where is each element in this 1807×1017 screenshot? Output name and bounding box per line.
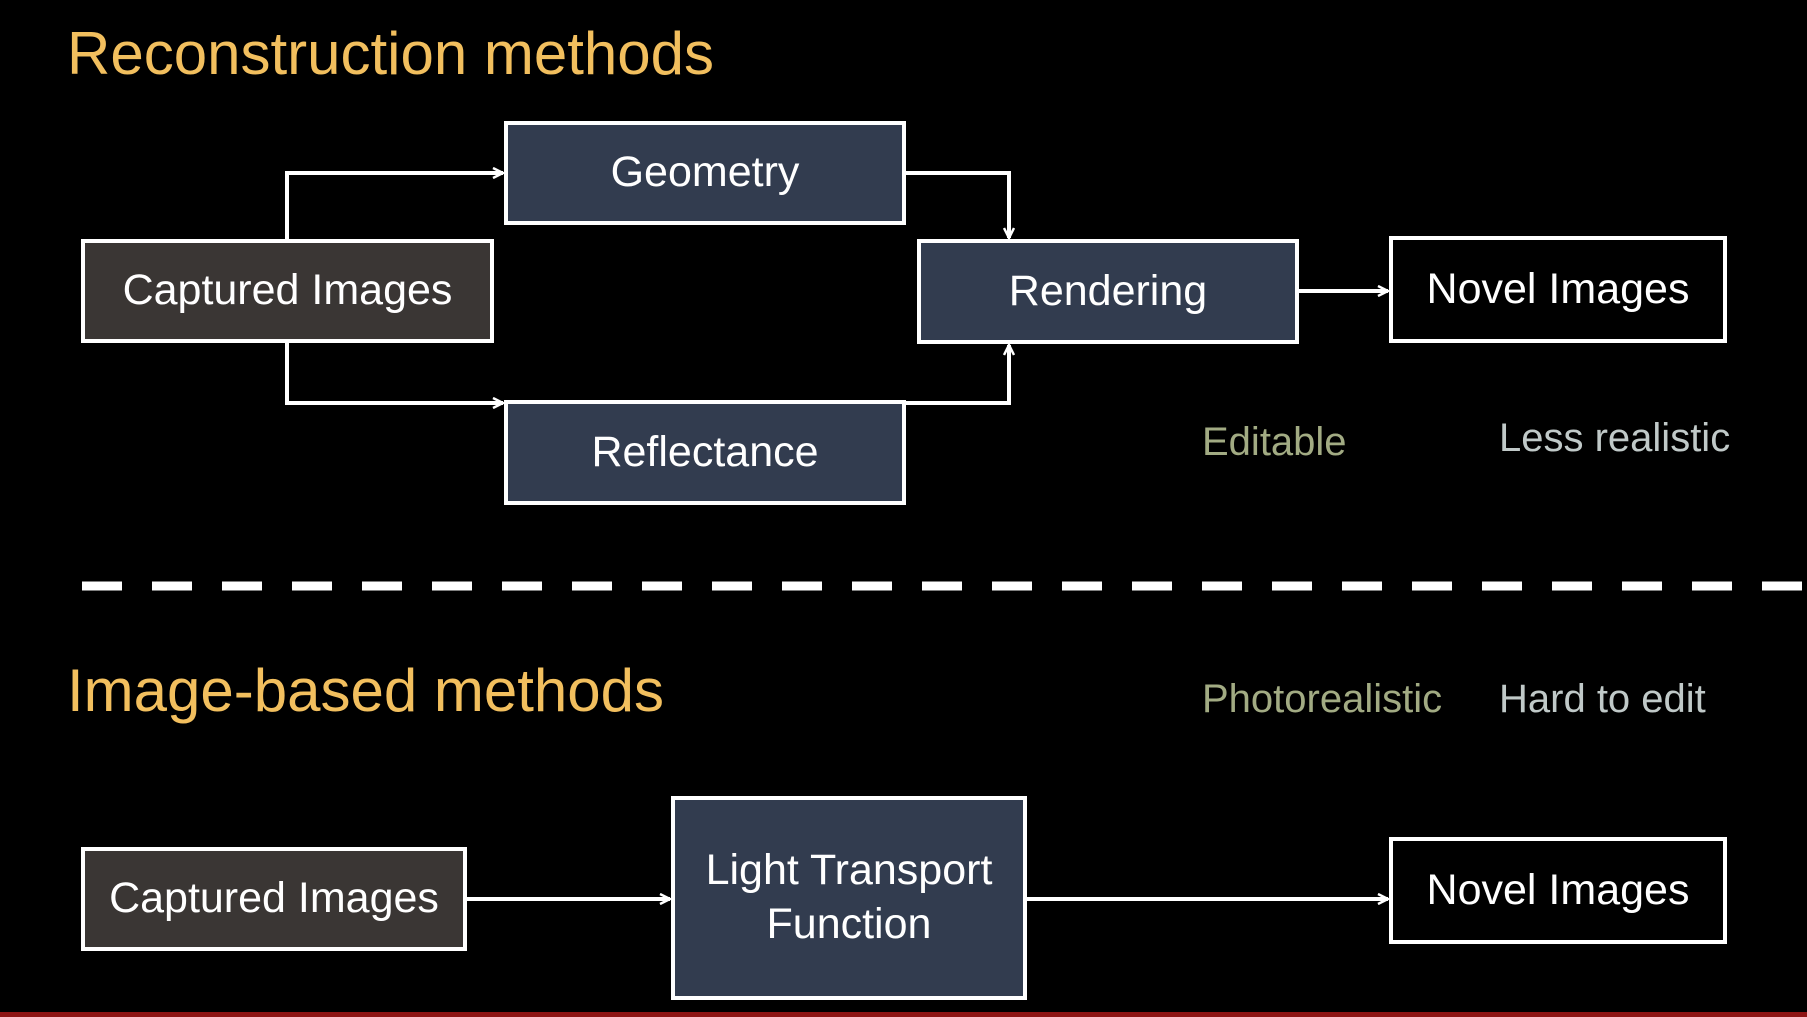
box-reflectance: Reflectance	[504, 400, 906, 505]
box-label: Novel Images	[1426, 865, 1690, 914]
box-label: Captured Images	[109, 874, 439, 923]
note-less-realistic: Less realistic	[1499, 416, 1731, 460]
heading-reconstruction: Reconstruction methods	[67, 20, 714, 87]
bottom-edge-strip	[0, 1012, 1807, 1017]
box-label: Rendering	[1008, 266, 1208, 315]
box-label: Captured Images	[122, 266, 453, 315]
box-label: Light Transport Function	[706, 844, 993, 952]
arrow-captured-to-reflectance	[285, 340, 503, 403]
box-label-line: Function	[766, 900, 932, 948]
box-geometry: Geometry	[504, 121, 906, 225]
box-captured-images-bottom: Captured Images	[81, 847, 467, 951]
arrow-captured-to-geometry	[285, 173, 503, 240]
box-label: Reflectance	[591, 427, 819, 476]
heading-image-based: Image-based methods	[67, 657, 665, 724]
arrow-reflectance-to-rendering	[905, 345, 1009, 405]
arrow-geometry-to-rendering	[905, 171, 1009, 238]
box-label-line: Light Transport	[705, 846, 993, 895]
note-editable: Editable	[1202, 420, 1347, 464]
note-hard-to-edit: Hard to edit	[1499, 677, 1706, 721]
box-novel-images-top: Novel Images	[1389, 236, 1727, 343]
box-novel-images-bottom: Novel Images	[1389, 837, 1727, 944]
box-label: Novel Images	[1426, 264, 1690, 313]
box-rendering: Rendering	[917, 239, 1299, 344]
box-label: Geometry	[610, 148, 800, 197]
box-light-transport-function: Light Transport Function	[671, 796, 1027, 1000]
note-photorealistic: Photorealistic	[1202, 677, 1443, 721]
box-captured-images-top: Captured Images	[81, 239, 494, 343]
